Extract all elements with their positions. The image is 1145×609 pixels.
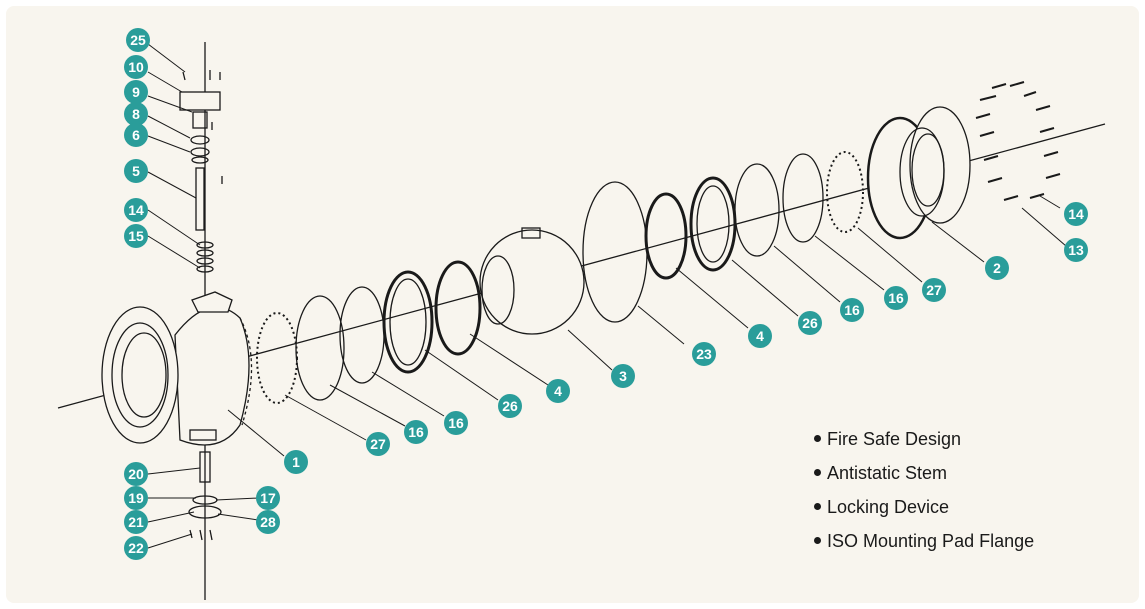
callout-1: 1: [284, 450, 308, 474]
svg-text:4: 4: [554, 383, 562, 399]
svg-text:20: 20: [128, 466, 144, 482]
feature-label: ISO Mounting Pad Flange: [827, 531, 1035, 551]
callout-2: 2: [985, 256, 1009, 280]
feature-label: Antistatic Stem: [827, 463, 948, 483]
svg-text:6: 6: [132, 127, 140, 143]
callout-21: 21: [124, 510, 148, 534]
callout-19: 19: [124, 486, 148, 510]
svg-text:26: 26: [502, 398, 518, 414]
svg-text:17: 17: [260, 490, 276, 506]
left-seat-rings: [256, 260, 482, 404]
callout-14-stem: 14: [124, 198, 148, 222]
svg-text:10: 10: [128, 59, 144, 75]
callout-22: 22: [124, 536, 148, 560]
end-cap: [866, 106, 971, 240]
right-seat-rings: [582, 151, 864, 323]
svg-text:26: 26: [802, 315, 818, 331]
callout-14-flange: 14: [1064, 202, 1088, 226]
svg-text:9: 9: [132, 84, 140, 100]
svg-text:22: 22: [128, 540, 144, 556]
bullet-icon: [814, 434, 821, 442]
valve-body: [101, 291, 253, 446]
stem-assembly: [179, 70, 223, 273]
feature-item: ISO Mounting Pad Flange: [814, 527, 1034, 561]
ball: [479, 227, 585, 335]
bullet-icon: [814, 536, 821, 544]
svg-text:14: 14: [1068, 206, 1084, 222]
callout-25: 25: [126, 28, 150, 52]
svg-text:19: 19: [128, 490, 144, 506]
callout-28: 28: [256, 510, 280, 534]
callout-15: 15: [124, 224, 148, 248]
callout-23: 23: [692, 342, 716, 366]
callout-20: 20: [124, 462, 148, 486]
svg-text:23: 23: [696, 346, 712, 362]
svg-text:3: 3: [619, 368, 627, 384]
callout-4-right: 4: [748, 324, 772, 348]
feature-list: Fire Safe Design Antistatic Stem Locking…: [814, 425, 1034, 561]
svg-text:8: 8: [132, 106, 140, 122]
callout-17: 17: [256, 486, 280, 510]
svg-text:25: 25: [130, 32, 146, 48]
svg-text:16: 16: [888, 290, 904, 306]
feature-label: Fire Safe Design: [827, 429, 962, 449]
bullet-icon: [814, 502, 821, 510]
callout-26-left: 26: [498, 394, 522, 418]
svg-text:4: 4: [756, 328, 764, 344]
callout-8: 8: [124, 102, 148, 126]
feature-label: Locking Device: [827, 497, 950, 517]
callout-3: 3: [611, 364, 635, 388]
svg-text:14: 14: [128, 202, 144, 218]
bullet-icon: [814, 468, 821, 476]
svg-text:5: 5: [132, 163, 140, 179]
feature-item: Fire Safe Design: [814, 425, 1034, 459]
callout-6: 6: [124, 123, 148, 147]
bolts: [975, 81, 1061, 201]
callout-9: 9: [124, 80, 148, 104]
callout-27-left: 27: [366, 432, 390, 456]
feature-item: Locking Device: [814, 493, 1034, 527]
callout-16-right-b: 16: [884, 286, 908, 310]
svg-text:15: 15: [128, 228, 144, 244]
callout-16-right-a: 16: [840, 298, 864, 322]
callout-5: 5: [124, 159, 148, 183]
svg-text:27: 27: [370, 436, 386, 452]
svg-text:21: 21: [128, 514, 144, 530]
leader-lines: [147, 43, 1067, 549]
svg-text:1: 1: [292, 454, 300, 470]
svg-text:16: 16: [448, 415, 464, 431]
callout-10: 10: [124, 55, 148, 79]
callout-27-right: 27: [922, 278, 946, 302]
callout-26-right: 26: [798, 311, 822, 335]
svg-text:28: 28: [260, 514, 276, 530]
callout-16-left-b: 16: [444, 411, 468, 435]
svg-text:2: 2: [993, 260, 1001, 276]
svg-text:16: 16: [844, 302, 860, 318]
svg-text:27: 27: [926, 282, 942, 298]
svg-text:13: 13: [1068, 242, 1084, 258]
callout-13: 13: [1064, 238, 1088, 262]
feature-item: Antistatic Stem: [814, 459, 1034, 493]
svg-text:16: 16: [408, 424, 424, 440]
callout-4-left: 4: [546, 379, 570, 403]
callout-16-left-a: 16: [404, 420, 428, 444]
